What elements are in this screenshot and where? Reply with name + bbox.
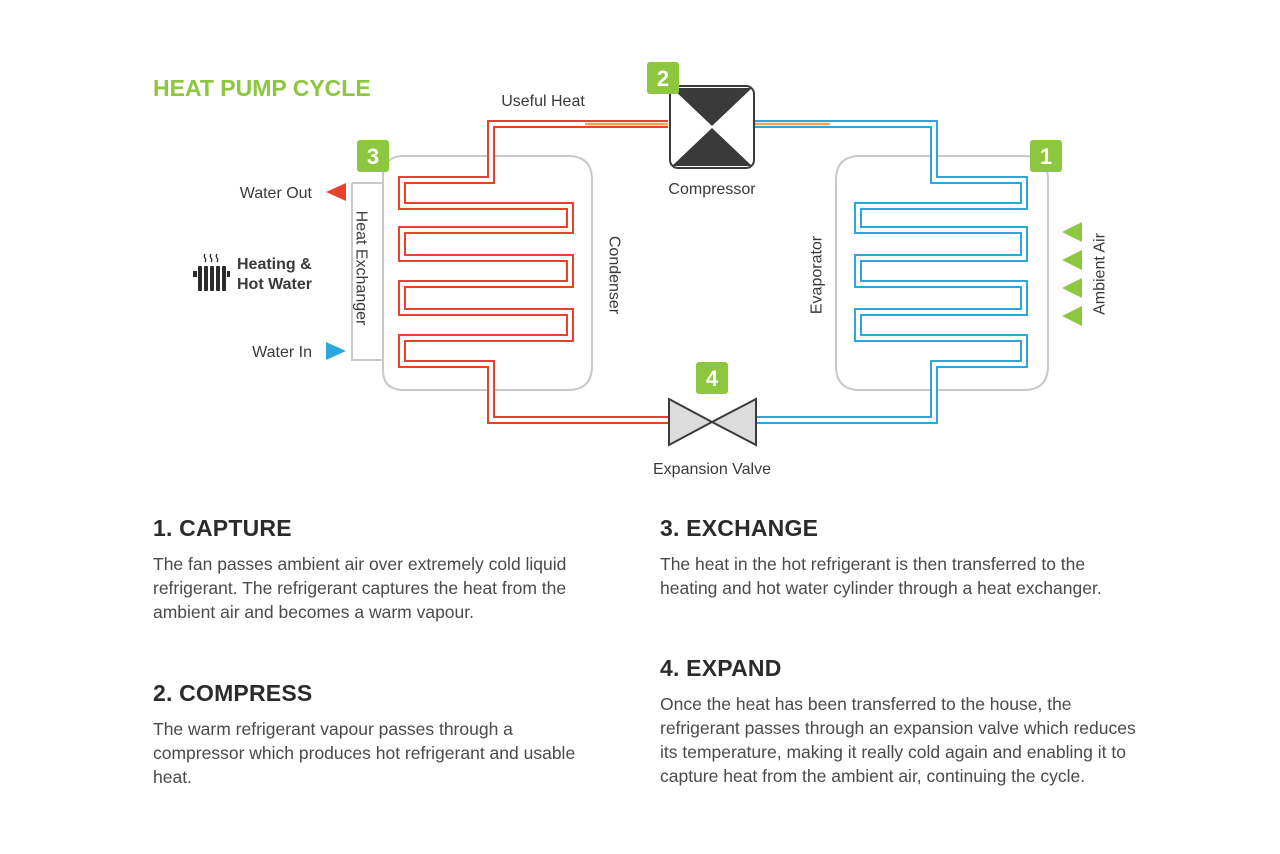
evaporator-label: Evaporator bbox=[809, 235, 826, 314]
cold-refrigerant-line bbox=[754, 120, 1028, 424]
ambient-air-label: Ambient Air bbox=[1092, 232, 1109, 314]
water-in-label: Water In bbox=[252, 344, 312, 361]
compressor-label: Compressor bbox=[668, 181, 756, 198]
diagram-title: HEAT PUMP CYCLE bbox=[153, 75, 371, 101]
step-heading: 4. EXPAND bbox=[660, 655, 782, 681]
step-heading: 1. CAPTURE bbox=[153, 515, 292, 541]
step-heading: 2. COMPRESS bbox=[153, 680, 313, 706]
svg-text:3: 3 bbox=[367, 144, 379, 169]
step-body: The warm refrigerant vapour passes throu… bbox=[153, 719, 576, 787]
step-exchange: 3. EXCHANGE The heat in the hot refriger… bbox=[660, 515, 1140, 600]
badge-4: 4 bbox=[696, 362, 728, 394]
step-expand: 4. EXPAND Once the heat has been transfe… bbox=[660, 655, 1140, 788]
evaporator-tank bbox=[835, 155, 1049, 391]
heating-label-line1: Heating & bbox=[237, 256, 312, 273]
badge-1: 1 bbox=[1030, 140, 1062, 172]
blue-arrow-right-icon bbox=[326, 342, 346, 360]
badge-2: 2 bbox=[647, 62, 679, 94]
expansion-valve bbox=[668, 397, 757, 447]
useful-heat-label: Useful Heat bbox=[501, 93, 585, 110]
badge-3: 3 bbox=[357, 140, 389, 172]
step-body: The heat in the hot refrigerant is then … bbox=[660, 554, 1102, 598]
expansion-valve-label: Expansion Valve bbox=[653, 461, 771, 478]
red-arrow-left-icon bbox=[326, 183, 346, 201]
water-out-label: Water Out bbox=[240, 185, 313, 202]
heat-pump-diagram: HEAT PUMP CYCLE bbox=[153, 62, 1109, 478]
heat-exchanger-pipe bbox=[351, 182, 383, 361]
step-compress: 2. COMPRESS The warm refrigerant vapour … bbox=[153, 680, 633, 789]
step-body: Once the heat has been transferred to th… bbox=[660, 694, 1136, 786]
hot-refrigerant-line bbox=[398, 120, 668, 424]
heating-label-line2: Hot Water bbox=[237, 276, 312, 293]
radiator-icon bbox=[193, 253, 230, 291]
heat-exchanger-label: Heat Exchanger bbox=[353, 211, 370, 326]
svg-text:4: 4 bbox=[706, 366, 719, 391]
condenser-tank bbox=[382, 155, 593, 391]
step-capture: 1. CAPTURE The fan passes ambient air ov… bbox=[153, 515, 633, 624]
svg-text:2: 2 bbox=[657, 66, 669, 91]
step-heading: 3. EXCHANGE bbox=[660, 515, 819, 541]
condenser-label: Condenser bbox=[606, 236, 623, 315]
svg-text:1: 1 bbox=[1040, 144, 1052, 169]
green-arrow-left-icon bbox=[1062, 222, 1082, 326]
compressor bbox=[669, 85, 755, 169]
step-body: The fan passes ambient air over extremel… bbox=[153, 554, 567, 622]
